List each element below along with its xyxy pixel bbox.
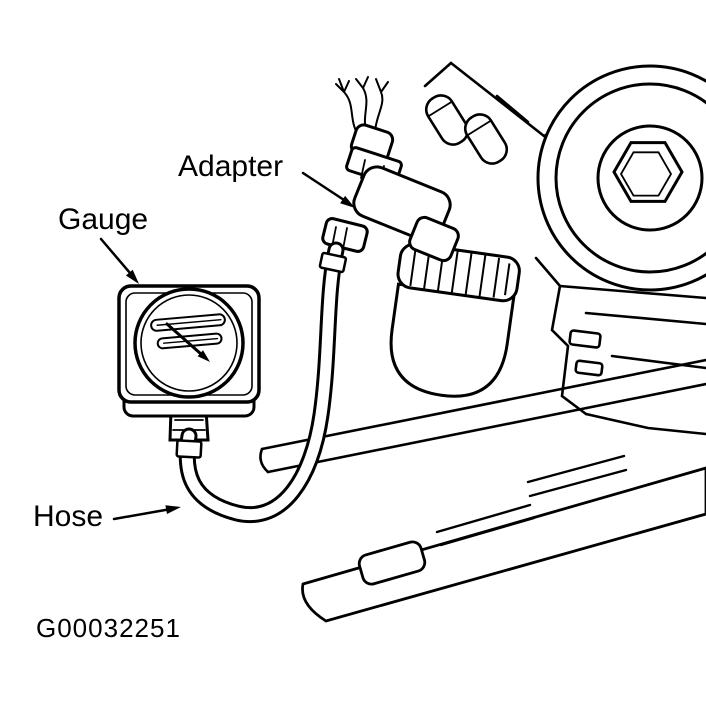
gauge-leader-arrow [99, 237, 139, 284]
oil-filter [389, 242, 521, 398]
adapter-assembly [321, 76, 460, 263]
hose-collar-gauge-end [175, 439, 203, 459]
hose [175, 241, 348, 524]
adapter-leader-arrow [301, 171, 355, 208]
crankshaft-bolt [612, 141, 684, 203]
engine-lower-outline [534, 256, 706, 436]
pressure-gauge [117, 284, 261, 442]
frame-rail-lower [301, 454, 706, 623]
frame-crossmember-upper [259, 358, 706, 474]
gauge-needle [165, 322, 210, 362]
pulley [536, 64, 706, 292]
label-adapter: Adapter [178, 150, 284, 183]
hose-leader-arrow [112, 505, 181, 521]
adapter-port-lower [408, 215, 460, 263]
hose-collar-adapter-end [318, 251, 348, 274]
label-gauge: Gauge [58, 203, 149, 236]
frame-rail-hole [357, 540, 427, 586]
engine-boss-studs [424, 94, 509, 165]
oil-filter-body [389, 282, 516, 398]
label-hose: Hose [33, 500, 104, 533]
oil-filter-cap [396, 242, 521, 303]
figure-code: G00032251 [36, 613, 181, 643]
leader-lines [99, 171, 355, 521]
